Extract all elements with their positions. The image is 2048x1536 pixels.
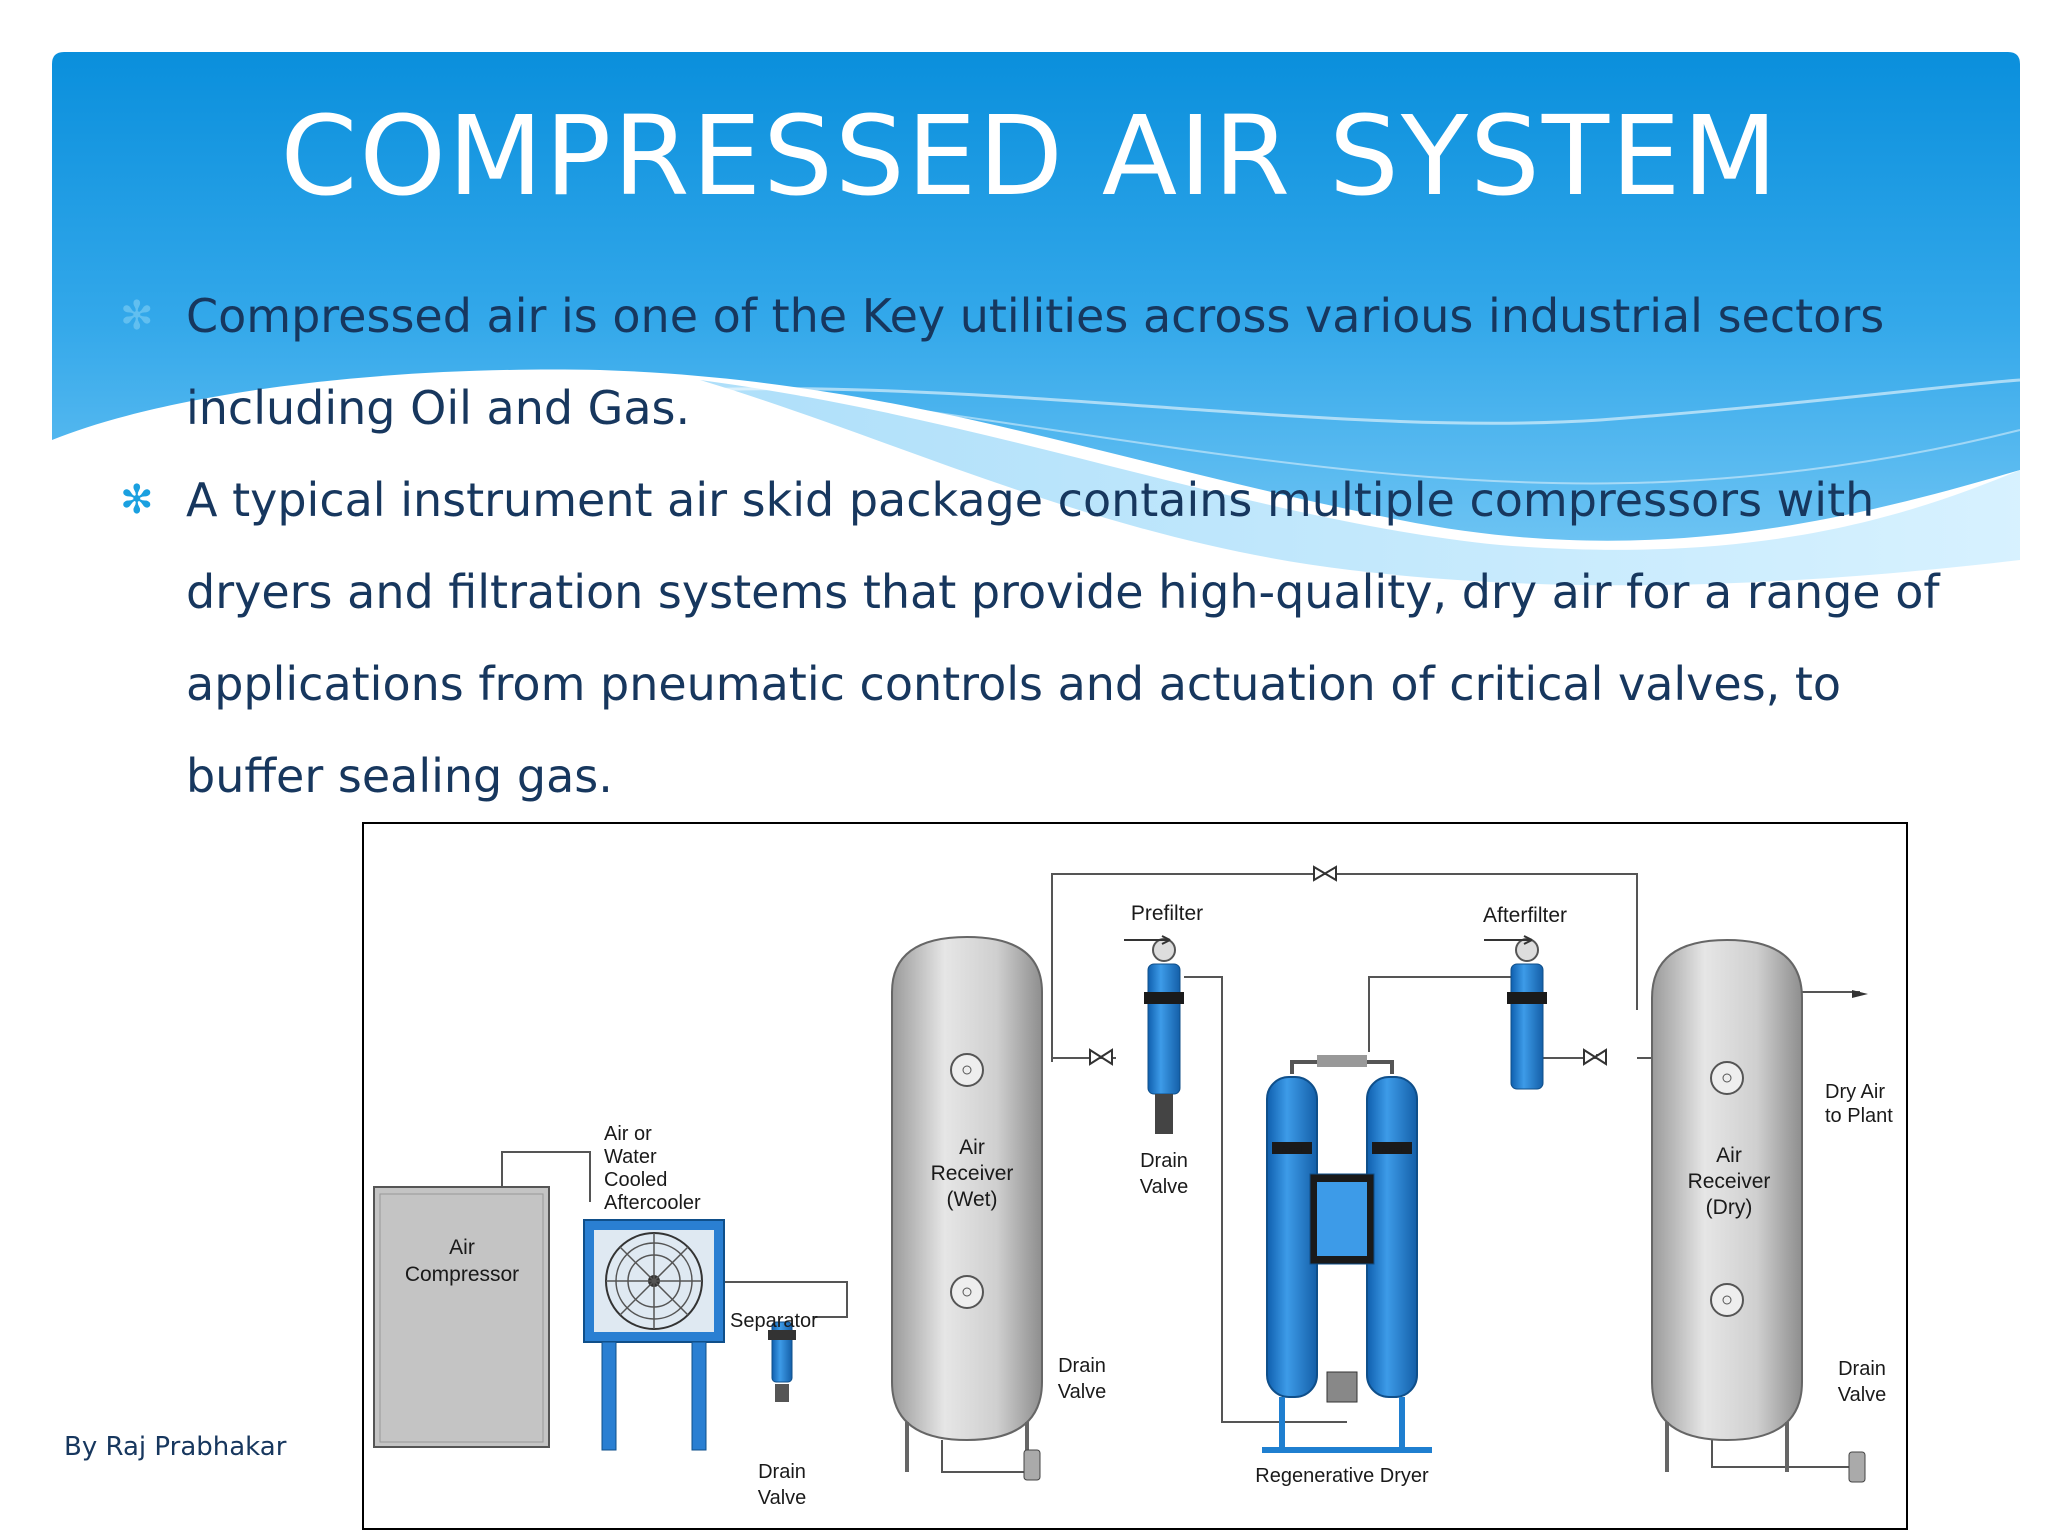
slide-title: COMPRESSED AIR SYSTEM: [280, 92, 1780, 220]
regenerative-dryer: Airtrol Airtrol Regenerative Dryer: [1255, 1055, 1432, 1487]
afterfilter-label: Afterfilter: [1483, 904, 1567, 927]
bullet-list: ✻ Compressed air is one of the Key utili…: [120, 270, 1950, 822]
air-compressor: Air Compressor: [373, 1186, 550, 1448]
prefilter-drain-label-1: Drain: [1140, 1150, 1188, 1172]
output-label-2: to Plant: [1825, 1105, 1893, 1127]
prefilter-drain-label-2: Valve: [1140, 1176, 1189, 1198]
receiver-dry-label-2: Receiver: [1688, 1170, 1771, 1193]
air-compressor-label-2: Compressor: [405, 1263, 519, 1286]
receiver-wet-label-1: Air: [959, 1136, 985, 1159]
aftercooler-label-3: Cooled: [604, 1169, 667, 1191]
prefilter-label: Prefilter: [1131, 902, 1203, 925]
receiver-wet-drain-label-1: Drain: [1058, 1355, 1106, 1377]
dryer-label: Regenerative Dryer: [1255, 1465, 1429, 1487]
aftercooler: Air or Water Cooled Aftercooler: [583, 1123, 725, 1451]
receiver-dry-drain-label-2: Valve: [1838, 1384, 1887, 1406]
prefilter: Prefilter Drain Valve: [1124, 902, 1203, 1198]
bullet-item: ✻ A typical instrument air skid package …: [120, 454, 1950, 822]
afterfilter: Afterfilter: [1483, 904, 1567, 1090]
dryer-badge-right: Airtrol: [1382, 1145, 1403, 1154]
asterisk-icon: ✻: [120, 477, 154, 523]
aftercooler-label-4: Aftercooler: [604, 1192, 701, 1214]
receiver-dry-label-3: (Dry): [1706, 1196, 1753, 1219]
receiver-dry-label-1: Air: [1716, 1144, 1742, 1167]
aftercooler-label-2: Water: [604, 1146, 657, 1168]
asterisk-icon: ✻: [120, 293, 154, 339]
output-label-1: Dry Air: [1825, 1081, 1885, 1103]
separator-drain-label-2: Valve: [758, 1487, 807, 1509]
bullet-text: A typical instrument air skid package co…: [186, 473, 1940, 803]
receiver-wet-label-2: Receiver: [931, 1162, 1014, 1185]
air-receiver-dry: Air Receiver (Dry) Drain Valve: [1651, 938, 1887, 1483]
arrow-icon: [1852, 990, 1868, 998]
bullet-text: Compressed air is one of the Key utiliti…: [186, 289, 1885, 435]
receiver-wet-label-3: (Wet): [947, 1188, 998, 1211]
aftercooler-label-1: Air or: [604, 1123, 652, 1145]
valve-icon: [1089, 865, 1607, 1066]
bullet-item: ✻ Compressed air is one of the Key utili…: [120, 270, 1950, 454]
air-receiver-wet: Air Receiver (Wet) Drain Valve: [891, 935, 1107, 1481]
compressed-air-diagram: Air Compressor Air or Water Cooled After…: [362, 822, 1908, 1530]
separator-drain-label-1: Drain: [758, 1461, 806, 1483]
receiver-wet-drain-label-2: Valve: [1058, 1381, 1107, 1403]
dryer-badge-left: Airtrol: [1282, 1145, 1303, 1154]
separator: Separator Drain Valve: [730, 1310, 818, 1509]
author-credit: By Raj Prabhakar: [64, 1432, 287, 1462]
air-compressor-label-1: Air: [449, 1236, 475, 1259]
receiver-dry-drain-label-1: Drain: [1838, 1358, 1886, 1380]
separator-label: Separator: [730, 1310, 818, 1332]
